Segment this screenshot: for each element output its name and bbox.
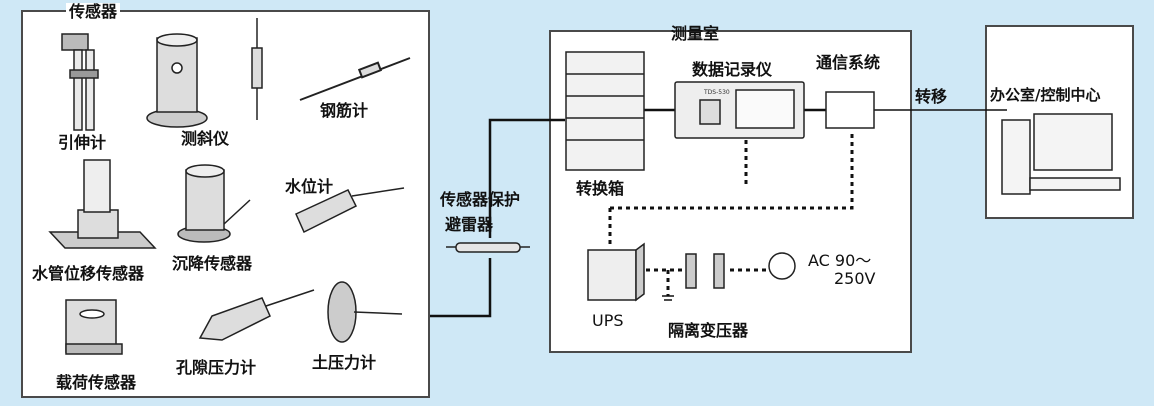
rebar-meter-icon-vertical: [251, 18, 263, 120]
load-cell-icon: [65, 299, 123, 355]
earth-pressure-icon: [327, 281, 403, 343]
earth-pressure-label: 土压力计: [312, 353, 377, 372]
protector-label-line2: 避雷器: [445, 215, 494, 234]
ac-source-icon: [768, 252, 796, 280]
settlement-icon: [177, 164, 251, 243]
sensors-title: 传感器: [66, 3, 121, 21]
transformer-icon: [685, 253, 725, 289]
piezometer-label: 孔隙压力计: [176, 358, 257, 377]
switch-box-icon: [565, 51, 645, 171]
power-dashed-lines: [608, 130, 854, 296]
rebar-meter-label: 钢筋计: [320, 101, 369, 120]
measurement-room-title: 测量室: [671, 24, 720, 43]
data-logger-icon: [674, 81, 805, 139]
piezometer-icon: [198, 289, 315, 341]
ups-icon: [587, 242, 645, 302]
load-cell-label: 载荷传感器: [56, 373, 137, 392]
ac-voltage-line1: AC 90～: [808, 251, 872, 270]
settlement-label: 沉降传感器: [172, 254, 253, 273]
sensor-to-protector-line: [430, 258, 492, 318]
water-level-label: 水位计: [285, 177, 334, 196]
comm-system-label: 通信系统: [816, 53, 881, 72]
extensometer-icon: [61, 33, 99, 131]
inclinometer-icon: [146, 33, 208, 128]
logger-model-text: TDS-530: [703, 89, 730, 96]
lightning-protector-icon: [446, 242, 530, 253]
water-pipe-displacement-icon: [48, 159, 157, 249]
comm-system-icon: [825, 91, 875, 129]
transfer-label: 转移: [915, 87, 948, 106]
ups-label: UPS: [592, 311, 624, 330]
connection-lines: [430, 108, 826, 318]
office-title: 办公室/控制中心: [990, 86, 1101, 104]
office-computer-icon: [1001, 113, 1121, 195]
isolation-transformer-label: 隔离变压器: [668, 321, 749, 340]
switch-box-label: 转换箱: [576, 179, 625, 198]
protector-to-switchbox-line: [488, 118, 565, 238]
protector-label-line1: 传感器保护: [440, 190, 521, 209]
water-level-icon: [295, 187, 405, 234]
water-pipe-displacement-label: 水管位移传感器: [32, 264, 145, 283]
ac-voltage-line2: 250V: [834, 269, 876, 288]
inclinometer-label: 测斜仪: [181, 129, 230, 148]
ground-symbol: [662, 295, 674, 301]
extensometer-label: 引伸计: [58, 133, 107, 152]
rebar-meter-icon: [299, 57, 411, 101]
data-logger-label: 数据记录仪: [692, 60, 773, 79]
